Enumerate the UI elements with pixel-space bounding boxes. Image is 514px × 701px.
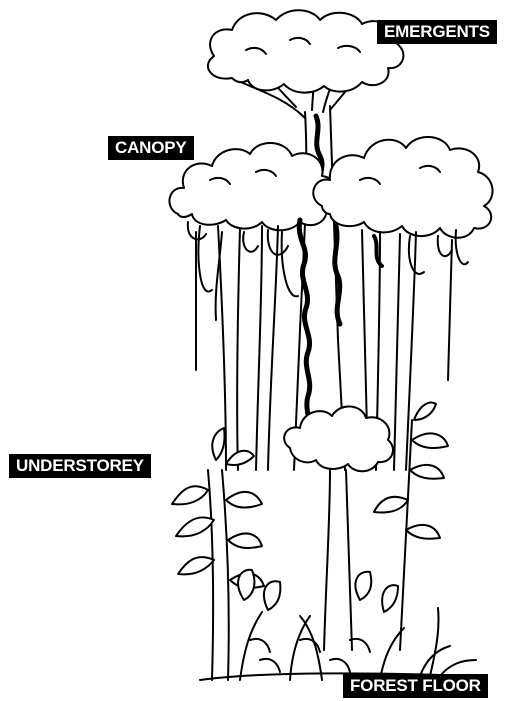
hanging-vines [188,220,468,432]
canopy-label: CANOPY [108,136,194,160]
understorey-label: UNDERSTOREY [9,454,151,478]
understorey-plant-left [172,428,264,680]
forest-floor-label: FOREST FLOOR [343,674,488,698]
forest-floor-plants [200,570,476,680]
emergents-label: EMERGENTS [377,20,497,44]
understorey-tree [284,406,393,650]
